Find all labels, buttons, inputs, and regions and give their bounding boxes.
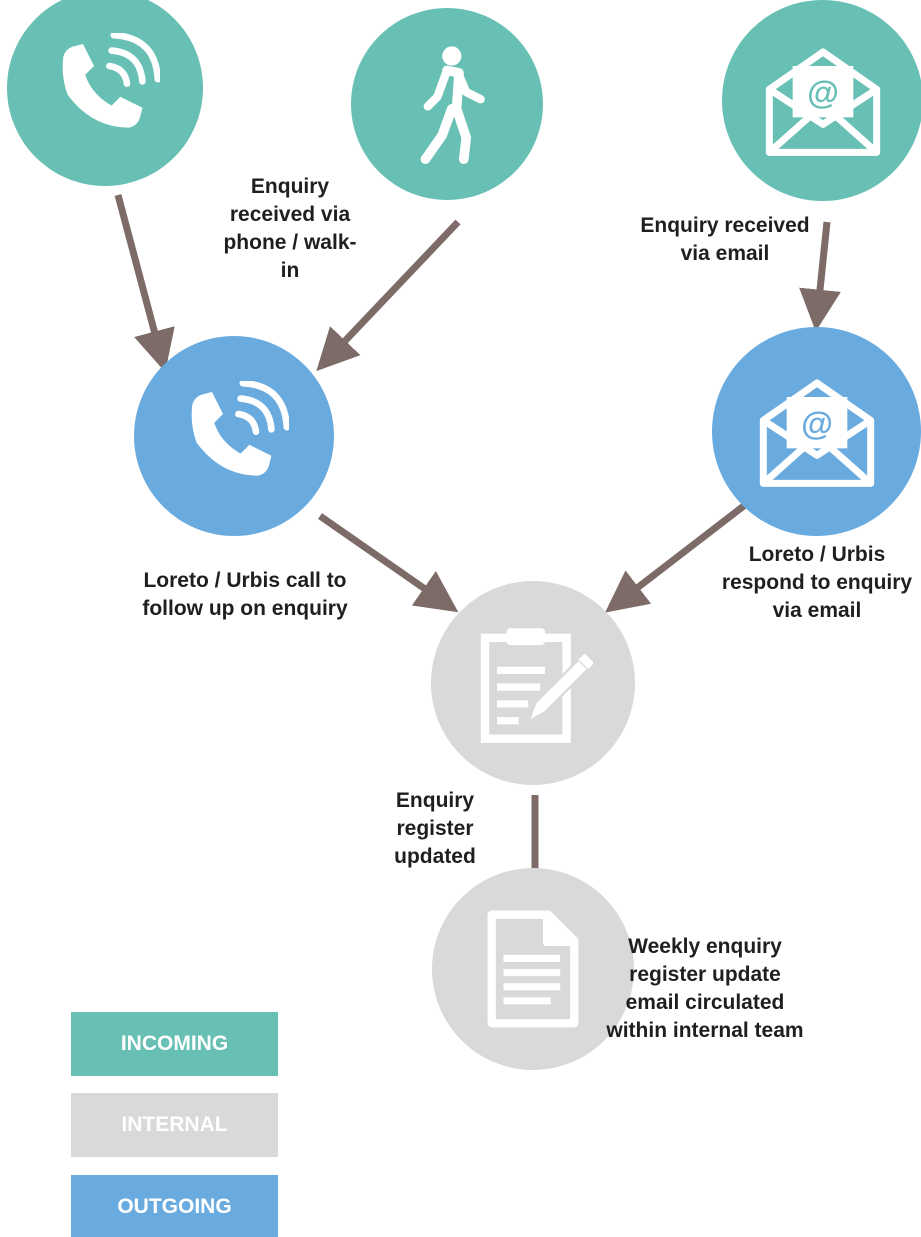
legend-incoming: INCOMING [71, 1012, 278, 1076]
outgoing-call-node [134, 336, 334, 536]
label-register-updated: Enquiry register updated [394, 789, 476, 868]
svg-text:@: @ [807, 73, 839, 110]
weekly-report-node [432, 868, 634, 1070]
document-icon [487, 910, 579, 1028]
legend-outgoing: OUTGOING [71, 1175, 278, 1237]
arrow-call-to-register [318, 513, 459, 613]
arrow-walk-in-to-call [316, 219, 461, 372]
email-envelope-icon: @ [759, 379, 874, 487]
walking-person-icon [420, 46, 485, 164]
register-node [431, 581, 635, 785]
clipboard-pencil-icon [480, 627, 593, 743]
outgoing-email-node: @ [712, 327, 921, 536]
email-envelope-icon: @ [765, 48, 880, 156]
incoming-phone-node [7, 0, 203, 186]
label-weekly-email: Weekly enquiry register update email cir… [606, 935, 804, 1042]
label-respond-email: Loreto / Urbis respond to enquiry via em… [721, 543, 913, 622]
arrow-email-in-to-respond [799, 221, 841, 332]
arrow-phone-in-to-call [114, 194, 175, 373]
label-received-email: Enquiry received via email [640, 214, 810, 265]
phone-icon [62, 33, 160, 128]
label-call-follow-up: Loreto / Urbis call to follow up on enqu… [142, 569, 348, 620]
legend-internal: INTERNAL [71, 1093, 278, 1157]
svg-text:@: @ [801, 404, 833, 441]
incoming-email-node: @ [722, 0, 921, 201]
phone-icon [191, 381, 289, 476]
label-received-phone-walkin: Enquiry received via phone / walk-in [223, 175, 357, 282]
walk-in-node [351, 8, 543, 200]
arrow-respond-to-register [605, 502, 748, 613]
